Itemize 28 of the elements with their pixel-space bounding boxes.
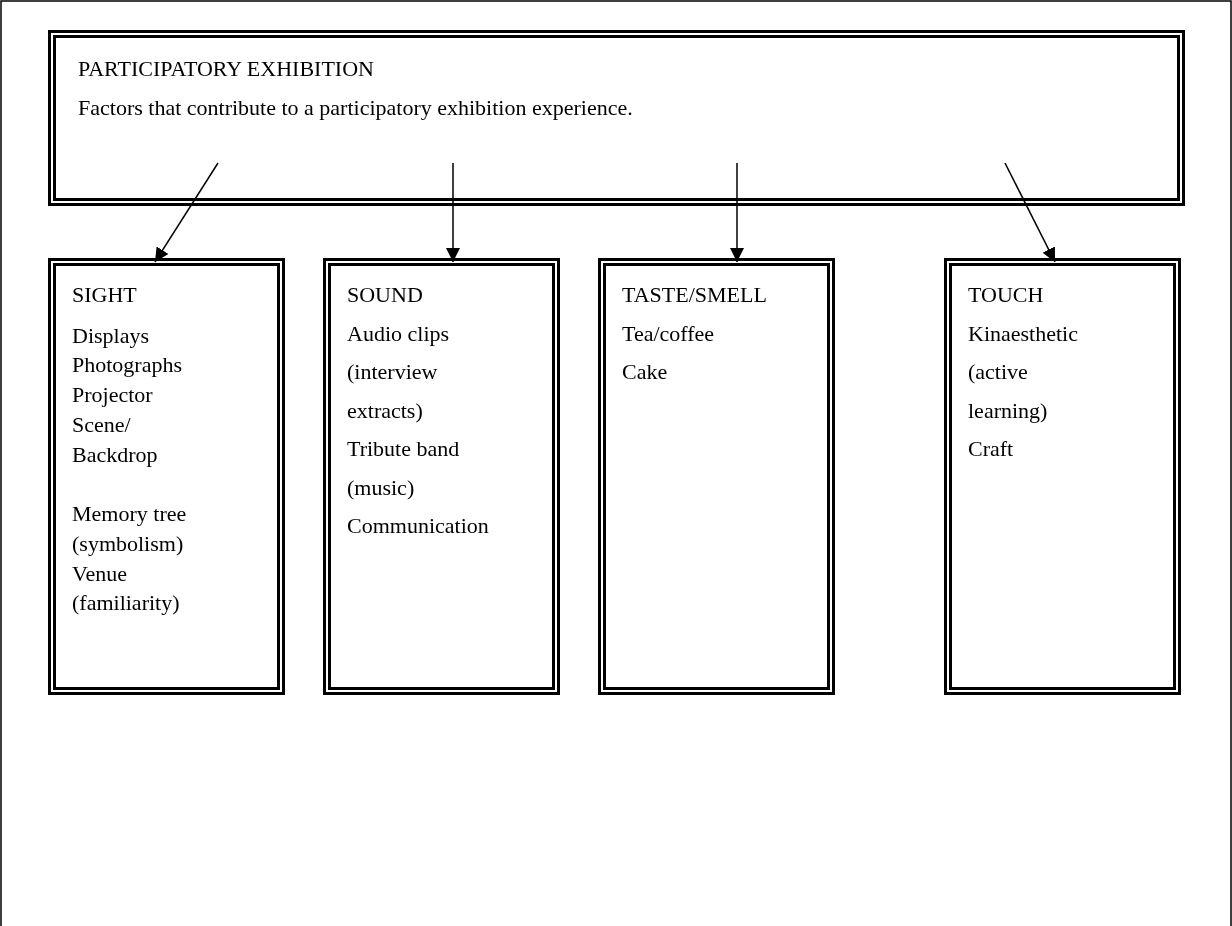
arrow bbox=[446, 162, 460, 263]
list-item: Kinaesthetic (active learning) bbox=[968, 319, 1079, 425]
list-item: Displays bbox=[72, 321, 150, 350]
box-heading: SIGHT bbox=[72, 281, 138, 309]
category-box bbox=[944, 258, 1181, 695]
arrow bbox=[154, 162, 219, 263]
list-item: Tea/coffee bbox=[622, 319, 716, 348]
list-item: Scene/ Backdrop bbox=[72, 410, 159, 469]
category-box bbox=[598, 258, 835, 695]
list-item: Craft bbox=[968, 435, 1015, 464]
list-item: Projector bbox=[72, 381, 154, 410]
box-description: Factors that contribute to a participatory exhibition experience. bbox=[78, 94, 634, 122]
list-item: Communication bbox=[347, 512, 490, 541]
arrow bbox=[730, 162, 744, 263]
category-box bbox=[48, 258, 285, 695]
arrow bbox=[1004, 162, 1056, 263]
box-heading: PARTICIPATORY EXHIBITION bbox=[78, 55, 375, 83]
box-heading: SOUND bbox=[347, 281, 424, 309]
list-item: Venue (familiarity) bbox=[72, 559, 181, 618]
list-item: Photographs bbox=[72, 351, 183, 380]
list-item: Tribute band (music) bbox=[347, 435, 461, 502]
box-heading: TASTE/SMELL bbox=[622, 281, 768, 309]
box-heading: TOUCH bbox=[968, 281, 1045, 309]
list-item: Memory tree (symbolism) bbox=[72, 500, 188, 558]
list-item: Cake bbox=[622, 358, 669, 387]
category-box bbox=[323, 258, 560, 695]
list-item: Audio clips (interview extracts) bbox=[347, 319, 451, 425]
title-box bbox=[48, 30, 1185, 206]
